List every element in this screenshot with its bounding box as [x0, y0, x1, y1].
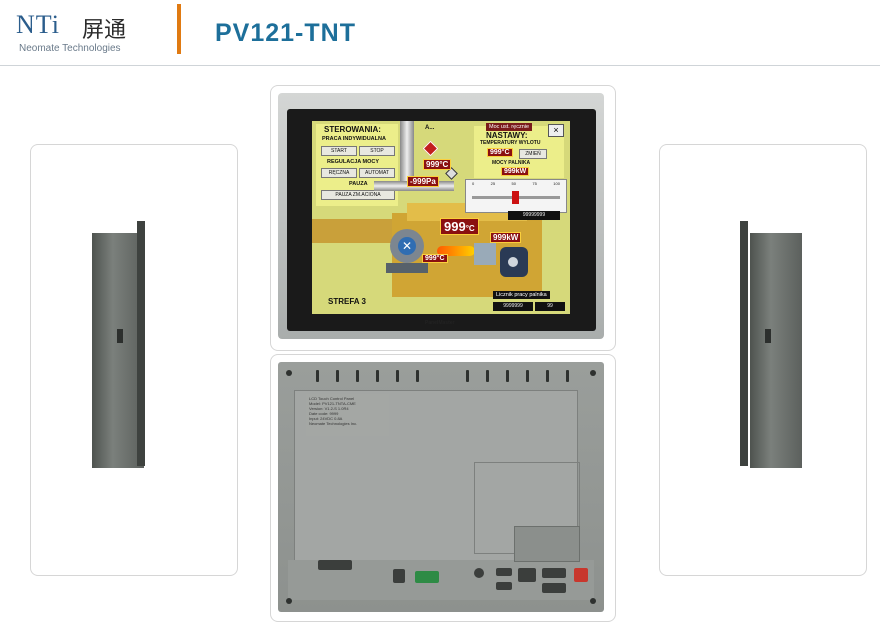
dip-switch: [574, 568, 588, 582]
burner-counter-label: Licznik pracy palnika: [493, 291, 550, 299]
logo-nt: NTi: [16, 10, 60, 39]
left-side-slot: [117, 329, 123, 343]
page-title: PV121-TNT: [215, 19, 356, 47]
pressure-reading: -999Pa: [407, 176, 439, 187]
vent-slot: [566, 370, 569, 382]
work-mode-label: PRACA INDYWIDUALNA: [322, 136, 386, 142]
slider-scale: 0 25 50 75 100: [472, 181, 560, 186]
popup-title: Moc ust. ręcznie: [486, 123, 533, 131]
back-label-line-1: LCD Touch Control Panel: [309, 396, 355, 401]
settings-heading: NASTAWY:: [486, 131, 528, 140]
back-label-line-2: Model: PV121-TNTA-CME: [309, 401, 356, 406]
vent-slot: [466, 370, 469, 382]
flame-icon: [437, 246, 475, 256]
scale-tick-50: 50: [511, 181, 516, 186]
vent-slot: [486, 370, 489, 382]
temperature-reading-2: 999°C: [422, 254, 448, 263]
back-label-line-6: Neomate Technologies Inc.: [309, 421, 358, 426]
power-setting-value[interactable]: 999kW: [501, 167, 530, 176]
back-product-label: LCD Touch Control Panel Model: PV121-TNT…: [306, 394, 389, 436]
zone-label: STREFA 3: [328, 297, 366, 306]
burner-counter-value-2: 99: [535, 302, 565, 311]
auto-button[interactable]: AUTOMAT: [359, 168, 395, 178]
audio-jack: [474, 568, 484, 578]
vent-slot: [356, 370, 359, 382]
close-icon[interactable]: ×: [548, 124, 564, 137]
vent-slot: [526, 370, 529, 382]
right-side-rail: [740, 221, 748, 466]
back-module: [514, 526, 580, 562]
power-regulation-label: REGULACJA MOCY: [327, 159, 380, 165]
temperature-reading-1: 999°C: [423, 159, 452, 170]
back-label-line-4: Date code: 9999: [309, 411, 339, 416]
temperature-reading-big: 999°C: [440, 218, 479, 235]
vent-slot: [396, 370, 399, 382]
vent-slot: [336, 370, 339, 382]
start-button[interactable]: START: [321, 146, 357, 156]
slider-thumb[interactable]: [512, 191, 519, 204]
left-side-profile: [92, 233, 144, 468]
serial-port-1: [542, 568, 566, 578]
burner-motor-hub: [508, 257, 518, 267]
power-connector: [393, 569, 405, 583]
header-accent-bar: [177, 4, 181, 54]
header-divider: [0, 65, 880, 66]
screw-hole: [590, 370, 596, 376]
left-side-rail: [137, 221, 145, 466]
furnace-left-block: [312, 219, 392, 243]
right-side-profile: [750, 233, 802, 468]
scale-tick-25: 25: [490, 181, 496, 186]
scale-tick-100: 100: [553, 181, 560, 186]
scale-tick-0: 0: [472, 181, 475, 186]
vent-slot: [546, 370, 549, 382]
left-side-view-card: [30, 144, 238, 576]
chimney-pipe: [400, 121, 414, 183]
top-counter: 99999999: [508, 211, 560, 220]
fan-icon: ✕: [398, 237, 416, 255]
hmi-screen: STEROWANIA: PRACA INDYWIDUALNA START STO…: [312, 121, 570, 314]
manual-button[interactable]: RĘCZNA: [321, 168, 357, 178]
usb-port-1: [496, 568, 512, 576]
controls-heading: STEROWANIA:: [324, 125, 381, 134]
scale-tick-75: 75: [532, 181, 537, 186]
temp-big-value: 999: [444, 219, 466, 234]
fan-base: [386, 263, 428, 273]
panel-brand-label: PanelMaster: [425, 320, 455, 326]
back-label-line-3: Version: V1.2-S 1.0R4: [309, 406, 349, 411]
terminal-block: [415, 571, 439, 583]
screw-hole: [590, 598, 596, 604]
change-button[interactable]: ZMIEŃ: [519, 149, 547, 159]
burner-body: [474, 243, 496, 265]
back-label-line-5: Input: 24VDC 0.8A: [309, 416, 343, 421]
stop-button[interactable]: STOP: [359, 146, 395, 156]
screw-hole: [286, 598, 292, 604]
vent-slot: [316, 370, 319, 382]
power-reading: 999kW: [490, 232, 522, 243]
temp-big-unit: °C: [465, 224, 475, 233]
burner-counter-value: 9999999: [493, 302, 533, 311]
logo-subtitle: Neomate Technologies: [19, 43, 121, 54]
temperature-setting-label: TEMPERATURY WYLOTU: [480, 140, 541, 146]
vent-slot: [506, 370, 509, 382]
vent-slot: [376, 370, 379, 382]
pause-label: PAUZA: [349, 181, 368, 187]
right-side-slot: [765, 329, 771, 343]
logo-chinese: 屏通: [82, 18, 127, 43]
serial-port-2: [542, 583, 566, 593]
usb-port-2: [496, 582, 512, 590]
pause-button[interactable]: PAUZA ZM.ACIONA: [321, 190, 395, 200]
temperature-setting-value[interactable]: 999°C: [487, 148, 513, 157]
power-setting-label: MOCY PALNIKA: [492, 160, 531, 166]
screw-hole: [286, 370, 292, 376]
alarm-indicator: A...: [425, 125, 435, 131]
vent-slot: [416, 370, 419, 382]
ethernet-port: [518, 568, 536, 582]
com-connector: [318, 560, 352, 570]
alarm-diamond-icon: [422, 140, 439, 157]
right-side-view-card: [659, 144, 867, 576]
